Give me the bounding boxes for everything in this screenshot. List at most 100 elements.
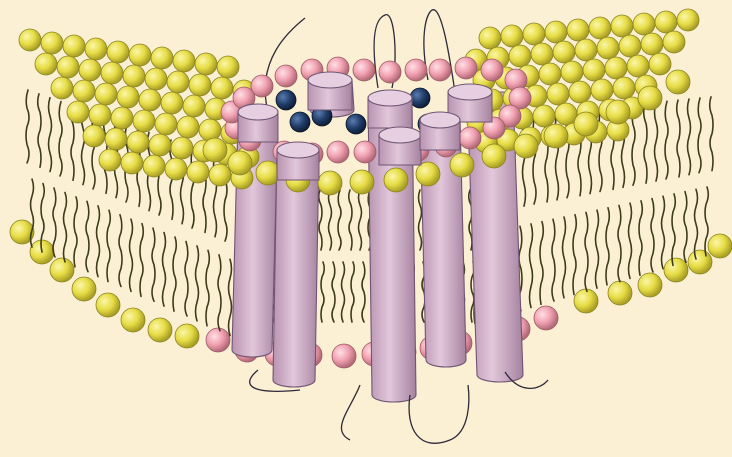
lipid-head: [89, 104, 111, 126]
lipid-tail: [342, 262, 345, 322]
lipid-head: [569, 81, 591, 103]
lipid-tail: [49, 98, 52, 172]
lipid-head: [501, 25, 523, 47]
lipid-head: [148, 318, 172, 342]
lipid-head: [638, 273, 662, 297]
lipid-head: [203, 138, 227, 162]
annular-lipid-head: [332, 344, 356, 368]
lipid-tail: [585, 212, 588, 291]
central-lipid-head: [290, 112, 310, 132]
loop-5: [341, 385, 360, 440]
lipid-tail: [552, 219, 555, 301]
lipid-head: [145, 68, 167, 90]
lipid-tail: [665, 101, 668, 179]
lipid-tail: [688, 99, 691, 175]
lipid-tail: [206, 250, 209, 325]
protein-loops-front: [409, 372, 548, 443]
lipid-tail: [332, 262, 335, 322]
lipid-tail: [218, 255, 221, 331]
lipid-head: [161, 92, 183, 114]
lipid-head: [677, 9, 699, 31]
central-lipid-head: [346, 114, 366, 134]
lipid-head: [51, 77, 73, 99]
lipid-head: [72, 277, 96, 301]
lipid-tail: [573, 215, 576, 295]
upper-lipid-leaflet: [19, 9, 699, 195]
lipid-head: [101, 62, 123, 84]
lipid-head: [189, 74, 211, 96]
lipid-tail: [359, 190, 362, 250]
lipid-tail: [38, 94, 41, 167]
lipid-head: [209, 164, 231, 186]
lipid-head: [384, 168, 408, 192]
lipid-tail: [349, 190, 352, 250]
lipid-head: [187, 161, 209, 183]
lipid-head: [597, 37, 619, 59]
lipid-head: [606, 100, 630, 124]
lipid-head: [531, 43, 553, 65]
lipid-tail: [140, 224, 143, 297]
lipid-head: [318, 171, 342, 195]
lipid-head: [575, 39, 597, 61]
lipid-head: [574, 112, 598, 136]
lipid-head: [611, 15, 633, 37]
lipid-head: [19, 29, 41, 51]
lipid-tail: [698, 98, 701, 173]
lipid-tail: [191, 148, 194, 228]
lipid-head: [173, 50, 195, 72]
lipid-head: [539, 63, 561, 85]
lipid-head: [85, 38, 107, 60]
lipid-head: [619, 35, 641, 57]
lipid-tail: [119, 215, 122, 287]
lipid-head: [95, 83, 117, 105]
lipid-head: [139, 89, 161, 111]
lipid-head: [567, 19, 589, 41]
helix-cap-3: [368, 90, 412, 106]
lipid-head: [641, 33, 663, 55]
lipid-tail: [684, 192, 687, 263]
lipid-head: [627, 55, 649, 77]
lipid-head: [165, 158, 187, 180]
central-lipid-head: [410, 88, 430, 108]
lipid-head: [664, 258, 688, 282]
lipid-tail: [695, 189, 698, 259]
lipid-head: [171, 137, 193, 159]
lipid-head: [121, 152, 143, 174]
lipid-head: [350, 170, 374, 194]
annular-lipid-head: [459, 127, 481, 149]
lipid-head: [708, 234, 732, 258]
annular-lipid-head: [354, 141, 376, 163]
lipid-head: [633, 13, 655, 35]
lipid-head: [638, 86, 662, 110]
lipid-tail: [362, 262, 365, 322]
lipid-head: [199, 119, 221, 141]
lipid-head: [663, 31, 685, 53]
annular-lipid-head: [455, 57, 477, 79]
annular-lipid-head: [327, 141, 349, 163]
lipid-tail: [163, 233, 166, 307]
lipid-tail: [677, 100, 680, 177]
lipid-tail: [672, 194, 675, 266]
helix-cap-1: [238, 104, 278, 120]
lipid-head: [107, 41, 129, 63]
annular-lipid-head: [534, 306, 558, 330]
lipid-head: [111, 107, 133, 129]
helix-cap-6: [379, 127, 421, 143]
lipid-head: [133, 110, 155, 132]
lipid-head: [649, 53, 671, 75]
lipid-head: [574, 289, 598, 313]
lipid-tail: [321, 262, 324, 322]
lipid-head: [482, 144, 506, 168]
lipid-tail: [185, 241, 188, 316]
helix-cap-5: [277, 142, 319, 158]
annular-lipid-head: [353, 59, 375, 81]
lipid-head: [67, 101, 89, 123]
lipid-head: [479, 27, 501, 49]
lipid-tail: [606, 208, 609, 285]
helix-cap-7: [420, 112, 460, 128]
lipid-head: [123, 65, 145, 87]
lipid-head: [523, 23, 545, 45]
lipid-head: [211, 77, 233, 99]
lipid-tail: [644, 104, 647, 184]
lipid-head: [514, 134, 538, 158]
